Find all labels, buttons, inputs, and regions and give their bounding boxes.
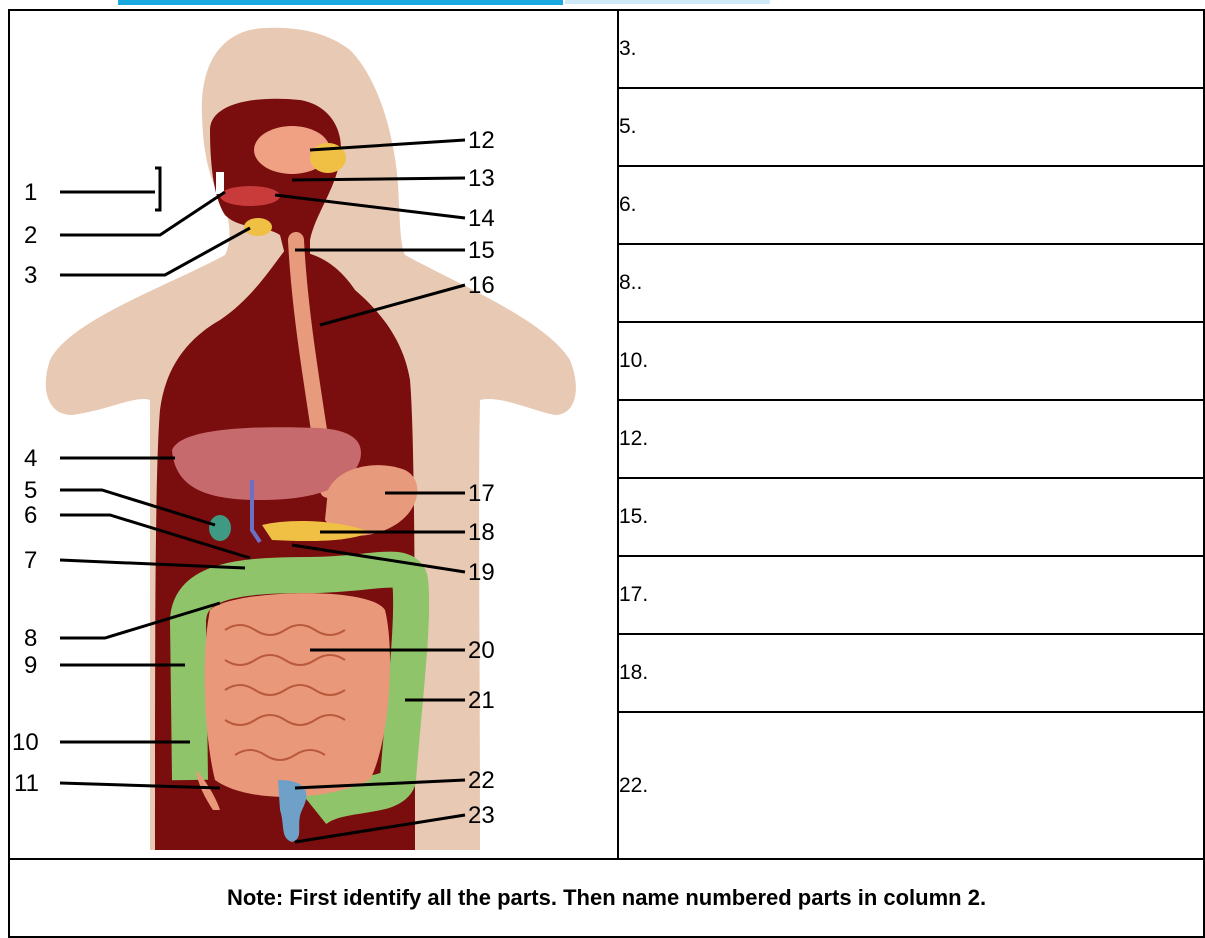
answer-row-5[interactable]: 5. [618,88,1204,166]
diagram-label-3: 3 [24,262,37,289]
worksheet-table: 1 2 3 4 5 6 7 8 9 10 11 12 13 14 15 16 1 [8,9,1205,938]
diagram-label-9: 9 [24,652,37,679]
diagram-label-8: 8 [24,625,37,652]
diagram-label-18: 18 [468,519,495,546]
heading-fragment [565,0,770,4]
diagram-label-17: 17 [468,480,495,507]
diagram-label-5: 5 [24,477,37,504]
digestive-system-diagram: 1 2 3 4 5 6 7 8 9 10 11 12 13 14 15 16 1 [10,20,617,850]
diagram-label-6: 6 [24,502,37,529]
diagram-label-1: 1 [24,179,37,206]
heading-underline [118,0,563,5]
answer-row-12[interactable]: 12. [618,400,1204,478]
diagram-cell: 1 2 3 4 5 6 7 8 9 10 11 12 13 14 15 16 1 [9,10,618,859]
diagram-label-22: 22 [468,767,495,794]
diagram-label-23: 23 [468,802,495,829]
diagram-label-16: 16 [468,272,495,299]
diagram-label-11: 11 [14,770,39,797]
answer-row-15[interactable]: 15. [618,478,1204,556]
tongue-shape [220,186,280,206]
small-intestine [205,593,390,797]
diagram-label-19: 19 [468,559,495,586]
answer-row-10[interactable]: 10. [618,322,1204,400]
diagram-label-4: 4 [24,445,37,472]
page-header-fragment [0,0,1205,9]
answer-row-18[interactable]: 18. [618,634,1204,712]
diagram-label-10: 10 [12,729,39,756]
diagram-label-12: 12 [468,127,495,154]
diagram-label-15: 15 [468,237,495,264]
answer-row-17[interactable]: 17. [618,556,1204,634]
note-text: Note: First identify all the parts. Then… [9,859,1204,937]
diagram-label-21: 21 [468,687,495,714]
teeth [216,172,224,194]
gallbladder [209,515,231,541]
answer-row-3[interactable]: 3. [618,10,1204,88]
diagram-label-13: 13 [468,165,495,192]
diagram-label-2: 2 [24,222,37,249]
diagram-label-20: 20 [468,637,495,664]
salivary-gland-bottom [244,218,272,236]
answer-row-6[interactable]: 6. [618,166,1204,244]
answer-row-8[interactable]: 8.. [618,244,1204,322]
diagram-label-14: 14 [468,205,495,232]
answer-row-22[interactable]: 22. [618,712,1204,859]
diagram-label-7: 7 [24,547,37,574]
